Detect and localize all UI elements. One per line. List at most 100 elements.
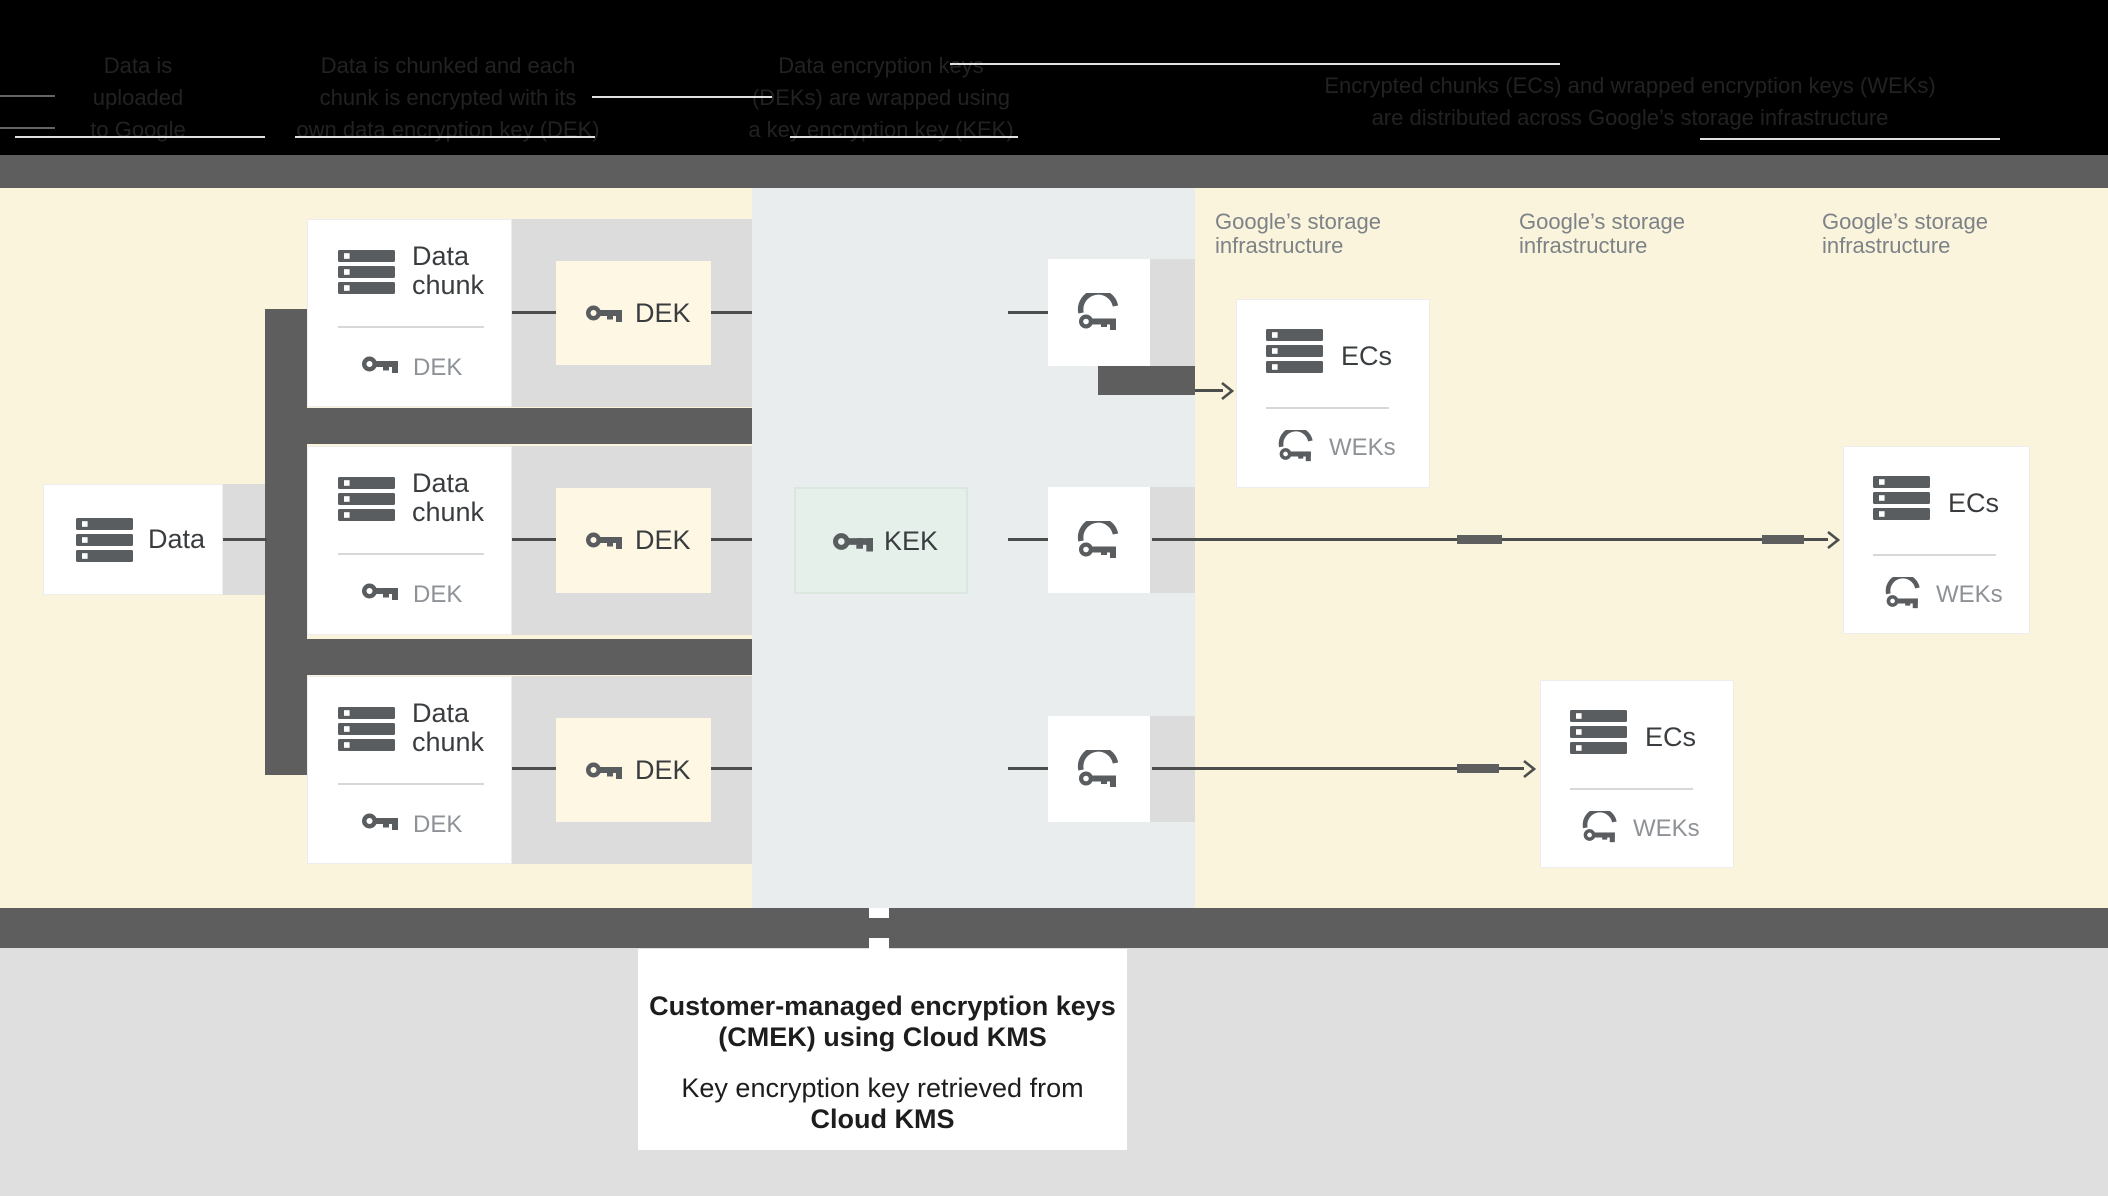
caption-band: Data is uploaded to Google Data is chunk… [0, 0, 2108, 155]
diagram-bottom-band [0, 908, 2108, 948]
split-bar-2 [265, 639, 752, 675]
arrow-to-ecs1 [1195, 389, 1223, 392]
ecs-box-1: ECs WEKs [1236, 299, 1430, 488]
connector-into-wrappedkey3 [1008, 767, 1048, 770]
legend-title-line1: Customer-managed encryption keys [649, 991, 1116, 1021]
storage-heading-line1: Google’s storage [1519, 209, 1685, 234]
divider [338, 783, 484, 785]
caption-line: to Google [90, 117, 186, 142]
distribution-bar-1 [1098, 366, 1195, 395]
key-icon [586, 759, 622, 781]
underline-artifact [0, 127, 55, 129]
chunk-title-line1: Data [412, 468, 470, 498]
storage-icon [76, 518, 133, 562]
dek-box-1: DEK [556, 261, 711, 365]
key-icon [586, 302, 622, 324]
storage-icon [1873, 476, 1930, 520]
storage-heading-3: Google’s storage infrastructure [1822, 210, 2082, 258]
weks-label: WEKs [1936, 581, 2003, 608]
connector-into-wrappedkey1 [1008, 311, 1048, 314]
arrowhead-icon [1826, 530, 1841, 550]
chunk-title: Data chunk [412, 242, 484, 300]
ecs-box-2: ECs WEKs [1843, 446, 2030, 634]
caption-line: Data encryption keys [778, 53, 984, 78]
data-chunk-box-2: Data chunk DEK [307, 446, 512, 635]
underline-artifact [15, 136, 265, 138]
dek-label: DEK [635, 298, 691, 328]
wrapped-key-icon [1076, 293, 1122, 331]
wrapped-key-box-1 [1048, 259, 1150, 366]
storage-heading-2: Google’s storage infrastructure [1519, 210, 1779, 258]
data-box: Data [43, 484, 223, 595]
storage-heading-1: Google’s storage infrastructure [1215, 210, 1475, 258]
caption-line: uploaded [92, 85, 184, 110]
wrapped-key-box-2 [1048, 487, 1150, 593]
connector-kek-to-wrappedkey2 [1008, 538, 1048, 541]
key1-strip [1150, 259, 1195, 366]
connector-chunk3-to-dek3 [512, 767, 556, 770]
underline-artifact [295, 136, 595, 138]
underline-artifact [950, 63, 1560, 65]
caption-column-upload: Data is uploaded to Google [38, 50, 238, 146]
underline-artifact [1700, 138, 2000, 140]
dek-small-label: DEK [413, 811, 463, 838]
connector-chunk2-to-dek2 [512, 538, 556, 541]
wrapped-key-icon [1277, 430, 1316, 462]
chunk-title-line1: Data [412, 241, 470, 271]
wrapped-key-icon [1581, 811, 1620, 843]
storage-heading-line2: infrastructure [1519, 233, 1648, 258]
legend-body-line1: Key encryption key retrieved from [681, 1073, 1084, 1103]
arrowhead-icon [1220, 381, 1235, 401]
ecs-label: ECs [1645, 722, 1697, 752]
arrow-to-ecs3 [1152, 767, 1524, 770]
data-chunk-box-3: Data chunk DEK [307, 676, 512, 864]
diagram-top-band [0, 155, 2108, 188]
connector-dek2-out [711, 538, 752, 541]
divider [1570, 788, 1693, 790]
key-icon [586, 529, 622, 551]
chunk-title-line2: chunk [412, 270, 485, 300]
caption-line: own data encryption key (DEK) [296, 117, 600, 142]
caption-line: are distributed across Google’s storage … [1371, 105, 1889, 130]
dek-label: DEK [635, 525, 691, 555]
kms-connector-notch-bottom [869, 938, 889, 950]
weks-label: WEKs [1633, 815, 1700, 842]
connector-data-to-trunk [223, 538, 267, 541]
underline-artifact [592, 96, 772, 98]
caption-line: chunk is encrypted with its [319, 85, 577, 110]
split-bar-1 [265, 408, 752, 444]
storage-heading-line2: infrastructure [1215, 233, 1344, 258]
storage-heading-line2: infrastructure [1822, 233, 1951, 258]
arrowhead-icon [1522, 759, 1537, 779]
kek-label: KEK [884, 526, 939, 556]
underline-artifact [790, 136, 1018, 138]
storage-icon [338, 250, 395, 294]
storage-icon [1266, 329, 1323, 373]
dek-small-label: DEK [413, 354, 463, 381]
key-icon [362, 353, 398, 375]
caption-line: a key encryption key (KEK) [748, 117, 1014, 142]
legend-title-line2: (CMEK) using Cloud KMS [718, 1022, 1047, 1052]
storage-icon [338, 477, 395, 521]
key-icon [362, 580, 398, 602]
dek-label: DEK [635, 755, 691, 785]
weks-label: WEKs [1329, 434, 1396, 461]
dek-box-2: DEK [556, 488, 711, 593]
divider [338, 553, 484, 555]
divider [338, 326, 484, 328]
storage-heading-line1: Google’s storage [1215, 209, 1381, 234]
ecs-box-3: ECs WEKs [1540, 680, 1734, 868]
ecs-label: ECs [1948, 488, 2000, 518]
cmek-legend-box: Customer-managed encryption keys (CMEK) … [638, 949, 1127, 1150]
chunk-title-line1: Data [412, 698, 470, 728]
wrapped-key-icon [1076, 521, 1122, 559]
split-trunk [265, 309, 307, 775]
ecs-label: ECs [1341, 341, 1393, 371]
connector-dek1-out [711, 311, 752, 314]
storage-icon [1570, 710, 1627, 754]
data-chunk-box-1: Data chunk DEK [307, 219, 512, 407]
chunk-title: Data chunk [412, 469, 484, 527]
arrow2-thick-segment [1457, 535, 1502, 544]
connector-dek3-out [711, 767, 752, 770]
